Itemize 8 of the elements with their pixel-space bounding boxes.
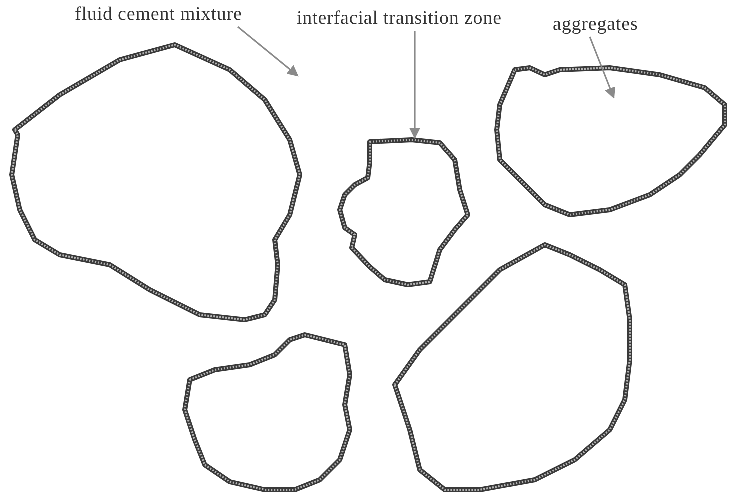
- particle-outline: [338, 138, 470, 288]
- callout-label: fluid cement mixture: [75, 4, 242, 26]
- callout-label: interfacial transition zone: [297, 8, 502, 30]
- leader-line: [238, 26, 299, 77]
- leader-line: [409, 31, 421, 140]
- leader-line: [589, 36, 616, 100]
- callout-label: aggregates: [553, 14, 638, 36]
- particle-outline: [494, 66, 728, 218]
